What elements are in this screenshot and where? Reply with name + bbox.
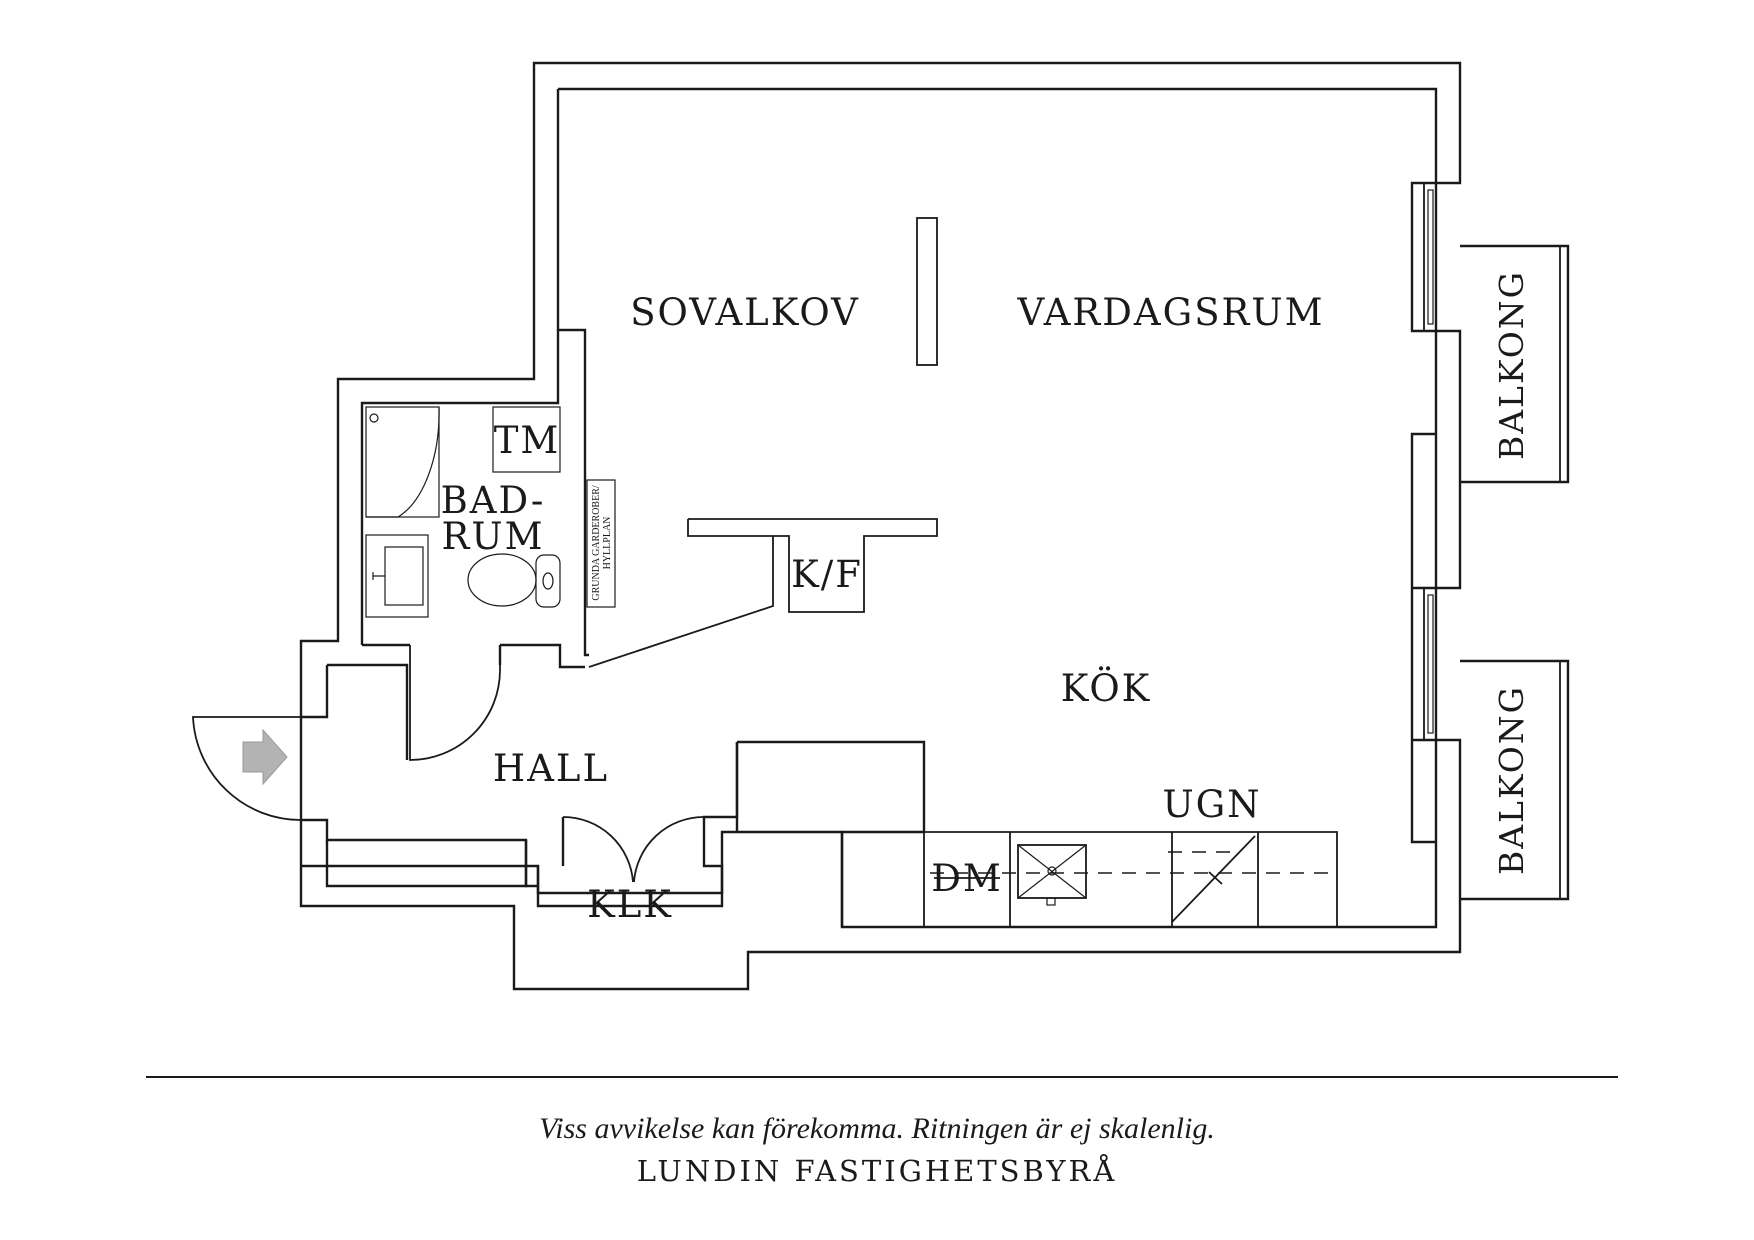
tm-box <box>492 406 561 473</box>
sink-basin <box>384 546 424 606</box>
footer-disclaimer: Viss avvikelse kan förekomma. Ritningen … <box>539 1112 1215 1145</box>
oven-handle <box>1208 871 1223 885</box>
window-bottom-frame <box>1423 587 1437 741</box>
room-label-balkong-bottom: BALKONG <box>1492 685 1531 875</box>
shelf-label-line2: HYLLPLAN <box>602 517 613 570</box>
room-label-kok: KÖK <box>1061 666 1152 710</box>
toilet-bowl <box>467 553 537 607</box>
kitchen-counter <box>923 831 1338 927</box>
shelf-label-line1: GRUNDA GARDEROBER/ <box>591 485 602 601</box>
entrance-door-swing <box>192 716 302 821</box>
balcony-bottom <box>1460 659 1570 901</box>
room-label-badrum-line2: RUM <box>442 515 545 558</box>
footer-divider <box>146 1076 1618 1078</box>
shower-head-icon <box>369 413 379 423</box>
room-label-balkong-top: BALKONG <box>1492 270 1531 460</box>
kitchen-peninsula <box>588 518 938 668</box>
hob-diagonals <box>1017 844 1087 899</box>
shower-curve <box>366 406 440 518</box>
closet-door-left <box>562 816 634 883</box>
window-top-pane <box>1427 189 1434 325</box>
bath-outer-wall <box>556 89 589 657</box>
bath-door-swing <box>409 645 501 761</box>
window-bottom-pane <box>1427 594 1434 734</box>
toilet-flush-icon <box>542 572 554 590</box>
fixture-label-kf: K/F <box>791 553 863 596</box>
room-label-vardagsrum: VARDAGSRUM <box>1016 291 1324 334</box>
kitchen-wall <box>735 740 926 927</box>
window-top-frame <box>1423 182 1437 332</box>
fixture-label-dm: DM <box>931 857 1003 900</box>
room-label-badrum-line1: BAD- <box>441 479 546 522</box>
hall-bottom-left <box>325 840 528 888</box>
room-label-hall: HALL <box>493 747 609 790</box>
shelf-strip <box>586 479 616 608</box>
fixture-label-tm: TM <box>494 419 561 462</box>
sink-tap-icon <box>372 572 385 580</box>
oven-diagonal <box>1171 835 1256 923</box>
room-label-sovalkov: SOVALKOV <box>630 291 860 334</box>
hob-knob-icon <box>1046 897 1056 906</box>
toilet-tank <box>535 554 561 608</box>
balcony-top <box>1460 244 1570 484</box>
shower-cabin <box>365 406 440 518</box>
hob-center-icon <box>1047 866 1057 876</box>
closet-door-right <box>633 816 705 883</box>
sink <box>365 534 429 618</box>
room-divider <box>916 217 938 366</box>
sovalkov-partition <box>360 330 560 645</box>
entrance-arrow-icon <box>242 728 288 786</box>
footer-company-name: LUNDIN FASTIGHETSBYRÅ <box>636 1154 1118 1188</box>
closet-walls <box>536 742 739 908</box>
bath-bottom-wall <box>362 643 585 669</box>
hall-wall-left <box>301 663 538 888</box>
fixture-label-klk: KLK <box>587 883 673 926</box>
fixture-label-ugn: UGN <box>1162 783 1261 826</box>
outer-wall <box>299 61 1462 991</box>
